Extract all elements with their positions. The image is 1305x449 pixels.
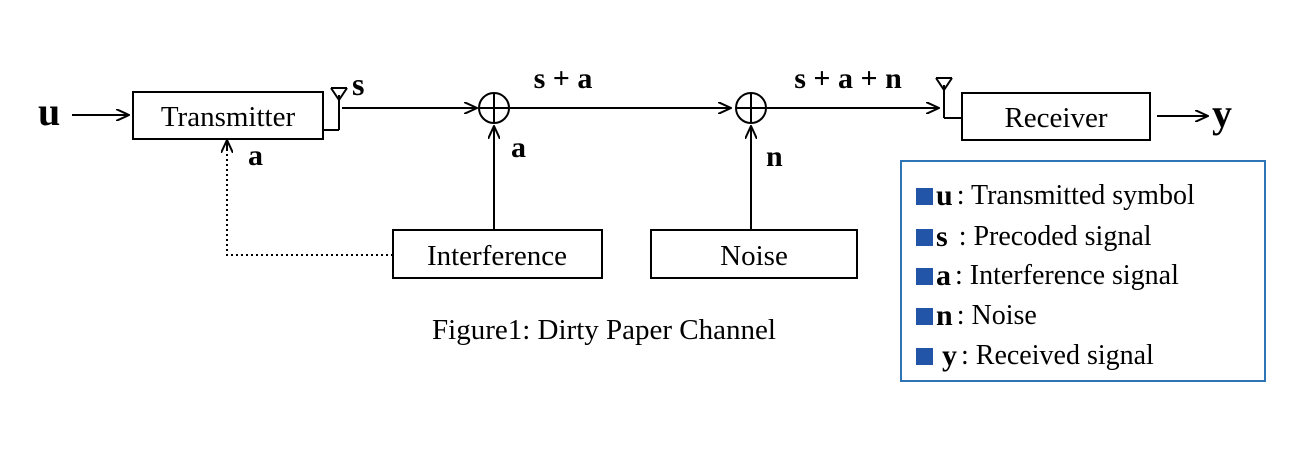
legend-symbol: u: [936, 179, 953, 212]
output-y-label: y: [1212, 91, 1232, 136]
receiver-box: [961, 92, 1151, 141]
figure-caption: Figure1: Dirty Paper Channel: [432, 314, 776, 346]
transmitter-label: Transmitter: [161, 101, 296, 133]
legend-marker-icon: [916, 228, 933, 246]
interference-feedback-path: [226, 141, 393, 256]
legend-marker-icon: [916, 267, 933, 285]
legend-item-a: a : Interference signal: [916, 256, 1179, 296]
legend-symbol: s: [936, 220, 948, 253]
legend-description: : Noise: [956, 300, 1037, 331]
receiver-label: Receiver: [1004, 102, 1107, 134]
noise-label: Noise: [720, 240, 788, 272]
adder-2-icon: [735, 92, 767, 124]
interference-input-a-label: a: [511, 131, 526, 164]
transmitter-box: [132, 91, 324, 140]
legend-item-y: y : Received signal: [916, 336, 1154, 376]
legend-marker-icon: [916, 187, 933, 205]
noise-box: [650, 229, 858, 279]
sum-s-plus-a-plus-n-label: s + a + n: [794, 62, 902, 95]
noise-input-n-label: n: [766, 140, 783, 173]
legend-description: : Precoded signal: [951, 221, 1152, 252]
legend-box: u : Transmitted symbol s : Precoded sign…: [900, 160, 1266, 382]
legend-symbol: n: [936, 299, 953, 332]
legend-marker-icon: [916, 347, 933, 365]
legend-description: : Received signal: [961, 340, 1154, 371]
feedback-a-label: a: [248, 139, 263, 172]
tx-signal-s-label: s: [352, 66, 364, 102]
legend-symbol: a: [936, 259, 951, 292]
legend-item-n: n : Noise: [916, 296, 1037, 336]
interference-label: Interference: [427, 240, 567, 272]
sum-s-plus-a-label: s + a: [534, 62, 593, 95]
transmitter-antenna-icon: [323, 87, 348, 131]
legend-item-s: s : Precoded signal: [916, 217, 1152, 257]
legend-description: : Transmitted symbol: [956, 180, 1195, 211]
legend-symbol: y: [942, 339, 957, 372]
adder-1-icon: [478, 92, 510, 124]
receiver-antenna-icon: [935, 77, 962, 119]
legend-description: : Interference signal: [955, 260, 1179, 291]
interference-box: [392, 229, 603, 279]
legend-item-u: u : Transmitted symbol: [916, 176, 1195, 216]
input-u-label: u: [38, 89, 60, 134]
legend-marker-icon: [916, 307, 933, 325]
